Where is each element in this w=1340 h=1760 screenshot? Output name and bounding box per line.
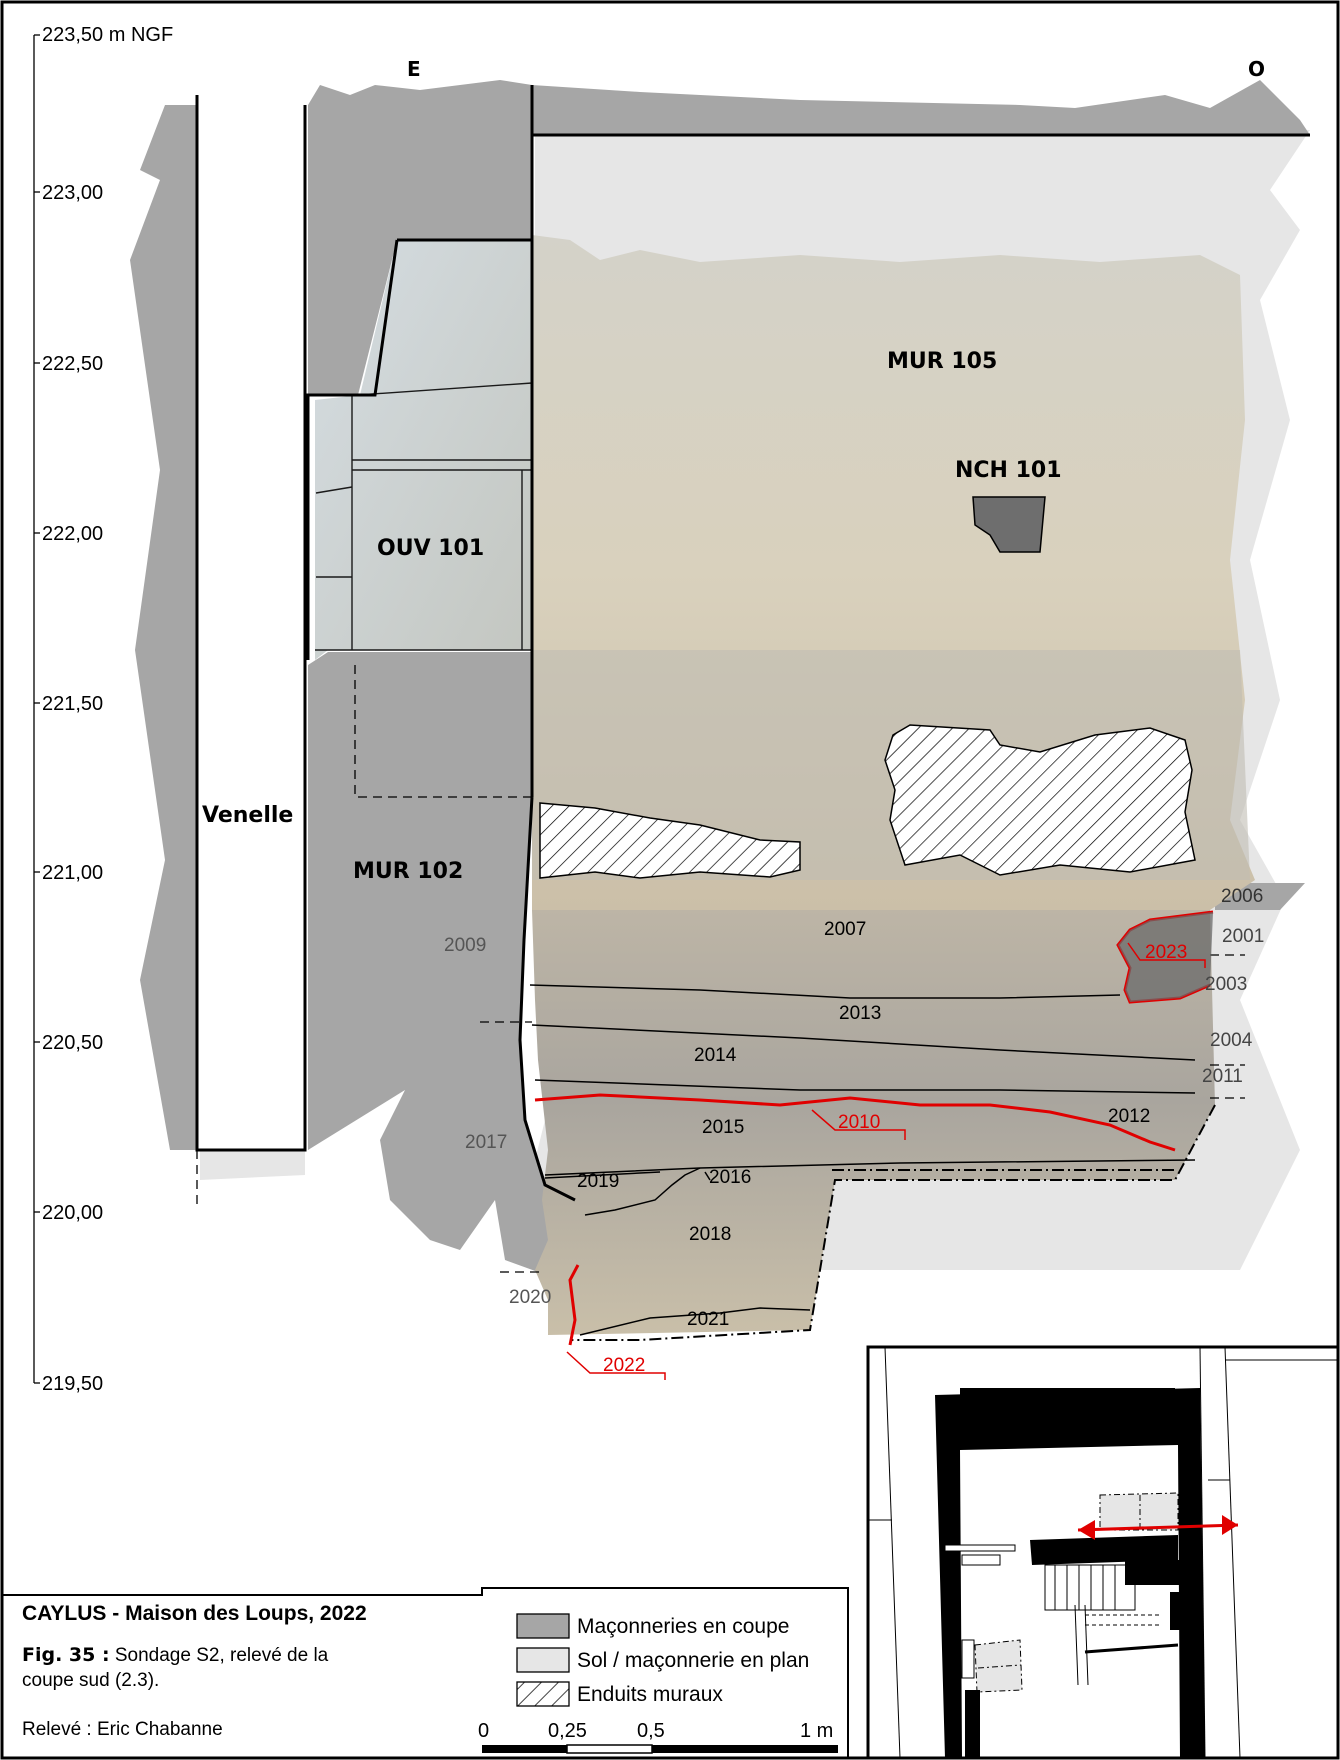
scale-tick: 219,50 [42,1373,103,1395]
scalebar-tick: 0 [478,1720,489,1742]
figure-text: Sondage S2, relevé de la coupe sud (2.3)… [22,1645,329,1691]
unit-label: 2016 [709,1167,751,1188]
legend-item: Enduits muraux [577,1683,723,1706]
unit-label: 2017 [465,1132,507,1153]
ouv101-photo [315,240,532,660]
unit-label: 2012 [1108,1106,1150,1127]
unit-label-red: 2022 [603,1355,645,1376]
layer-lines [529,984,1196,1336]
plaster-zone-left [539,802,801,879]
scalebar-tick: 0,5 [637,1720,665,1742]
label-venelle: Venelle [202,803,293,828]
unit-label: 2006 [1221,886,1263,907]
plaster-zone-right [884,724,1196,876]
caption-figure: Fig. 35 : Sondage S2, relevé de la coupe… [22,1643,342,1693]
unit-label: 2009 [444,935,486,956]
ouv101-joints [315,382,533,651]
legend-item: Maçonneries en coupe [577,1615,789,1638]
scalebar-tick: 0,25 [548,1720,587,1742]
label-ouv101: OUV 101 [377,536,484,561]
label-mur105: MUR 105 [887,349,997,374]
scale-tick: 221,00 [42,862,103,884]
orientation-east: E [407,57,421,81]
red-leaders [566,942,1206,1380]
unit-label: 2019 [577,1171,619,1192]
scale-tick: 222,50 [42,353,103,375]
scale-tick: 220,50 [42,1032,103,1054]
unit-label-red: 2023 [1145,942,1187,963]
masonry-top-right [532,80,1310,135]
legend: Maçonneries en coupe Sol / maçonnerie en… [516,1613,809,1707]
nch101-niche [972,496,1046,553]
scale-tick: 221,50 [42,693,103,715]
masonry-mur102 [308,652,578,1280]
unit-label: 2020 [509,1287,551,1308]
legend-swatch-masonry [516,1613,570,1639]
dash-dot-lines [570,1104,1216,1341]
unit-label: 2021 [687,1309,729,1330]
scale-tick: 220,00 [42,1202,103,1224]
unit-label: 2013 [839,1003,881,1024]
unit-2023-fill [1118,912,1213,1002]
label-nch101: NCH 101 [955,458,1062,483]
inset-location-plan [866,1345,1340,1760]
unit-label: 2018 [689,1224,731,1245]
unit-label-red: 2010 [838,1112,880,1133]
masonry-mur102-top [308,80,532,395]
vertical-scale [33,34,40,1384]
caption-title: CAYLUS - Maison des Loups, 2022 [22,1602,367,1625]
scale-tick: 223,00 [42,182,103,204]
scale-unit-label: 223,50 m NGF [42,24,173,46]
dashed-lines [196,665,1245,1273]
floor-plan-area [200,1150,305,1180]
caption-credit: Relevé : Eric Chabanne [22,1719,223,1740]
legend-item: Sol / maçonnerie en plan [577,1649,809,1672]
layers-photo [532,910,1215,1335]
unit-label: 2011 [1202,1066,1243,1087]
unit-label: 2004 [1210,1030,1253,1051]
section-outlines [195,85,1310,1202]
orientation-west: O [1248,57,1265,81]
masonry-left [130,105,197,1150]
scalebar-tick: 1 m [800,1720,833,1742]
legend-swatch-floor [516,1647,570,1673]
unit-label: 2014 [694,1045,737,1066]
legend-swatch-plaster [516,1681,570,1707]
caption-box [2,1587,849,1758]
figure-label: Fig. 35 : [22,1644,110,1666]
unit-label: 2015 [702,1117,744,1138]
unit-label: 2003 [1205,974,1247,995]
horizontal-scalebar: 0 0,25 0,5 1 m [478,1720,838,1754]
label-mur102: MUR 102 [353,859,463,884]
unit-label: 2007 [824,919,866,940]
scale-tick: 222,00 [42,523,103,545]
unit-label: 2001 [1222,926,1264,947]
